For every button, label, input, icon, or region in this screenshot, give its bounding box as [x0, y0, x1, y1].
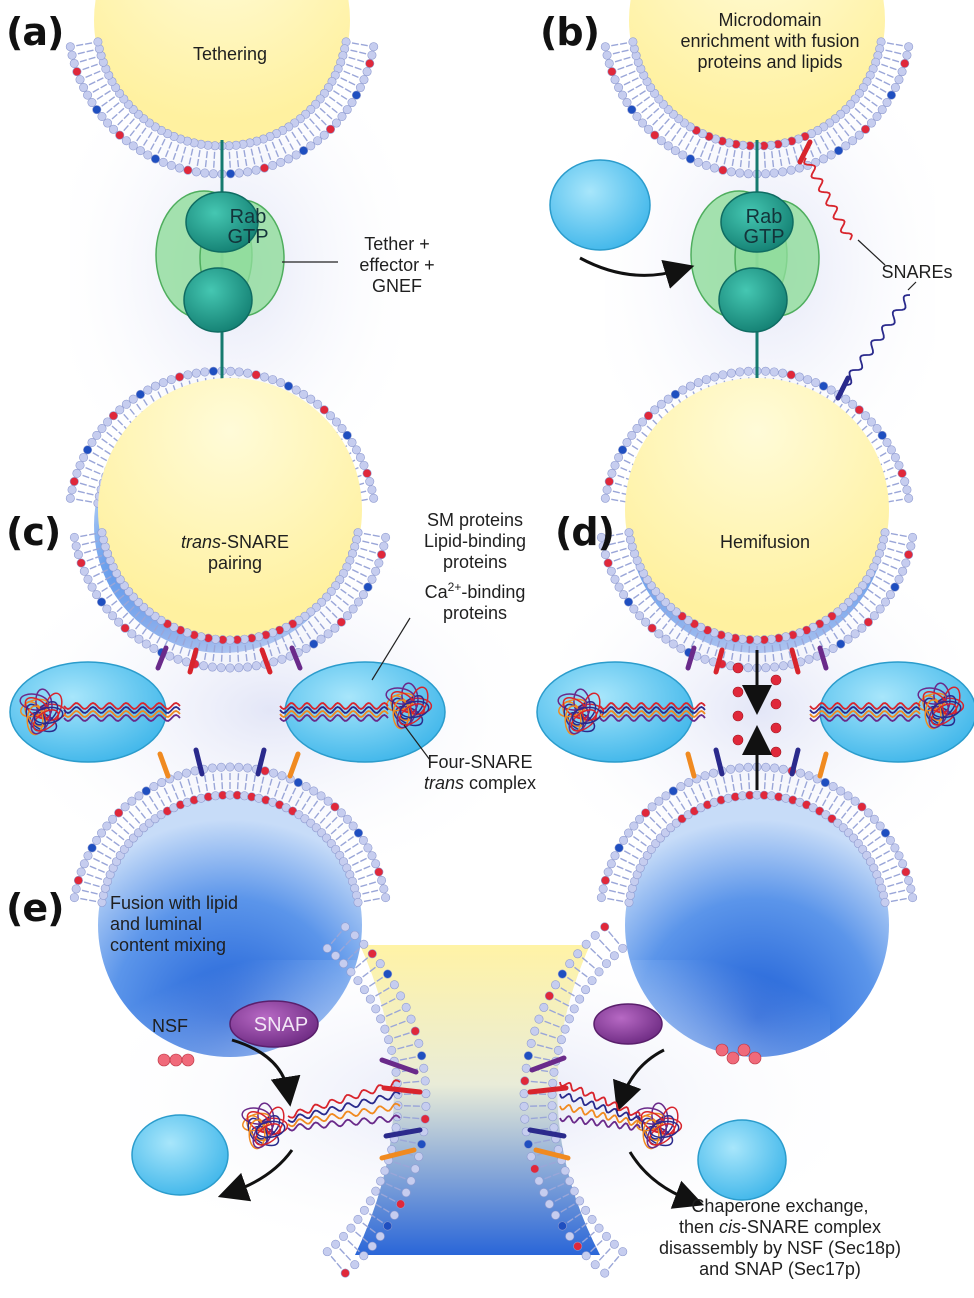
panel-b-cyan-protein [550, 160, 650, 250]
panel-d-stalk-lipid [771, 747, 781, 757]
panel-e-chaperone-line3: disassembly by NSF (Sec18p) [659, 1238, 901, 1258]
panel-e-title: Fusion with lipid and luminal content mi… [110, 893, 310, 956]
panel-e-snap-label: SNAP [236, 1014, 326, 1036]
panel-c-sm-label: SM proteins Lipid-binding proteins [395, 510, 555, 573]
panel-c-ca-sup: 2+ [448, 580, 462, 594]
panel-e-nsf-right-subunit [716, 1044, 728, 1056]
panel-e-nsf-label: NSF [152, 1016, 212, 1037]
panel-a-tether-label: Tether + effector + GNEF [342, 234, 452, 297]
panel-d-stalk-lipid [771, 723, 781, 733]
panel-b-gnef-sphere [719, 268, 787, 332]
panel-e-nsf-right-subunit [749, 1052, 761, 1064]
panel-d-stalk-lipid [733, 663, 743, 673]
panel-c-ca-label: Ca2+-binding proteins [395, 577, 555, 624]
panel-e-cyan-protein-right [698, 1120, 786, 1200]
panel-e-chaperone-line2-italic: cis [719, 1217, 741, 1237]
panel-c-title-rest: -SNARE pairing [208, 532, 289, 573]
panel-a-letter: (a) [6, 10, 63, 54]
panel-a-gtp-label: GTP [208, 226, 288, 248]
panel-e-letter: (e) [6, 886, 64, 930]
panel-c-four-snare-line1: Four-SNARE [427, 752, 532, 772]
panel-c-title-italic: trans [181, 532, 221, 552]
panel-b-letter: (b) [540, 10, 599, 54]
panel-a-title: Tethering [160, 44, 300, 65]
panel-e-nsf-right-subunit [727, 1052, 739, 1064]
panel-a-rab-label: Rab [208, 206, 288, 228]
panel-d-stalk-lipid [771, 699, 781, 709]
panel-e-chaperone-line2-pre: then [679, 1217, 719, 1237]
panel-e-snap-right [594, 1004, 662, 1044]
panel-c-title: trans-SNARE pairing [140, 532, 330, 574]
panel-d-title: Hemifusion [690, 532, 840, 553]
panel-e-chaperone-line4: and SNAP (Sec17p) [699, 1259, 861, 1279]
panel-c-ca-prefix: Ca [425, 582, 448, 602]
panel-e-nsf-right-subunit [738, 1044, 750, 1056]
panel-d-letter: (d) [555, 510, 614, 554]
panel-e-nsf-left-subunit [182, 1054, 194, 1066]
panel-c-four-snare-rest: complex [464, 773, 536, 793]
panel-e-chaperone-line1: Chaperone exchange, [691, 1196, 868, 1216]
panel-b-gtp-label: GTP [724, 226, 804, 248]
panel-e-nsf-left-subunit [170, 1054, 182, 1066]
panel-c-letter: (c) [6, 510, 60, 554]
panel-b-rab-label: Rab [724, 206, 804, 228]
panel-d-stalk-lipid [733, 735, 743, 745]
panel-e-cyan-protein-left [132, 1115, 228, 1195]
panel-d-stalk-lipid [733, 687, 743, 697]
panel-e-chaperone-line2-post: -SNARE complex [741, 1217, 881, 1237]
panel-c-four-snare-italic: trans [424, 773, 464, 793]
panel-b-title: Microdomain enrichment with fusion prote… [630, 10, 910, 73]
panel-b-snares-label: SNAREs [862, 262, 972, 283]
panel-d-stalk-lipid [733, 711, 743, 721]
panel-a-gnef-sphere [184, 268, 252, 332]
panel-e-chaperone-label: Chaperone exchange, then cis-SNARE compl… [615, 1196, 945, 1280]
panel-e-nsf-left-subunit [158, 1054, 170, 1066]
panel-d-stalk-lipid [771, 675, 781, 685]
